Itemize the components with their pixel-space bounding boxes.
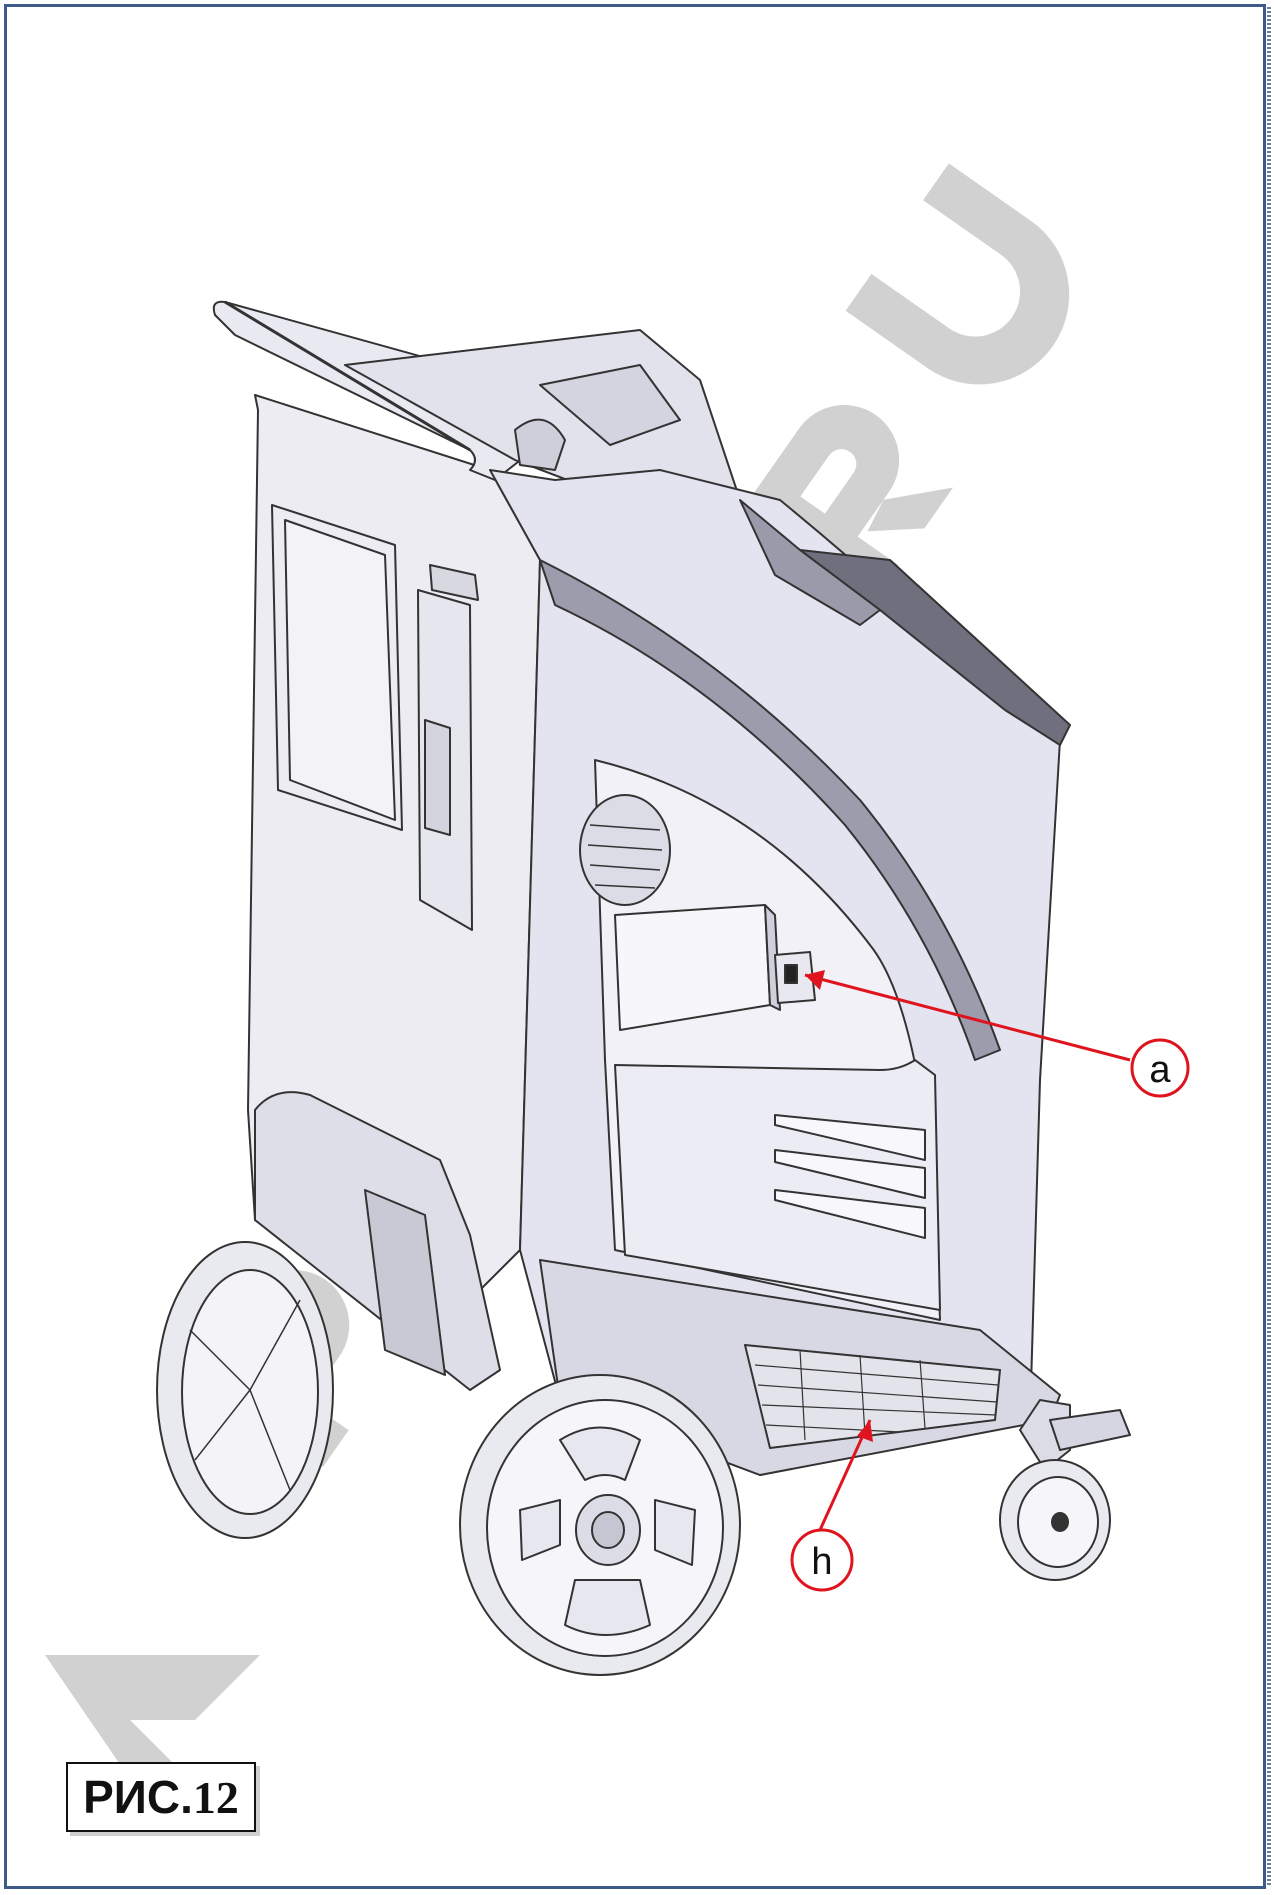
callout-a-leader — [804, 973, 1131, 1062]
figure-label: РИС.12 — [66, 1762, 256, 1832]
callout-h-circle — [790, 1528, 854, 1592]
callout-h-label: h — [811, 1541, 832, 1583]
callout-a-label: a — [1149, 1049, 1171, 1091]
figure-label-prefix: РИС. — [83, 1771, 193, 1823]
page-frame — [4, 4, 1271, 1889]
callout-h-leader — [818, 1419, 872, 1531]
machine-illustration — [156, 300, 1131, 1676]
callout-h-arrowhead — [857, 1420, 873, 1442]
callout-a-arrowhead — [805, 970, 825, 990]
callout-h: h — [790, 1419, 873, 1592]
callout-a-circle — [1130, 1038, 1190, 1098]
callout-a: a — [804, 970, 1190, 1098]
figure-label-number: 12 — [192, 1771, 239, 1823]
